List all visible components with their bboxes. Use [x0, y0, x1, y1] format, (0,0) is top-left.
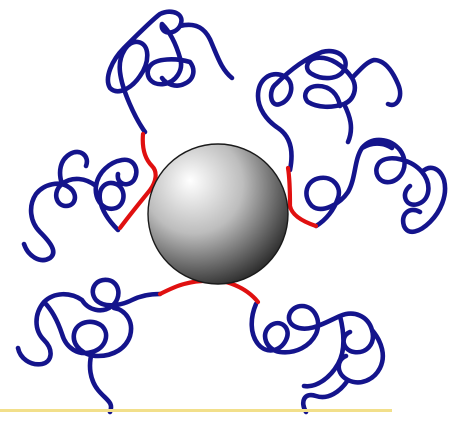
baseline-divider [0, 409, 392, 412]
nanoparticle-sphere [148, 144, 288, 284]
linker-right [288, 168, 316, 226]
protein-chain-upper-right [258, 51, 400, 170]
protein-chain-top [108, 12, 232, 132]
protein-chain-lower-right [252, 304, 383, 412]
protein-chain-left [24, 152, 136, 260]
protein-chain-lower-left [18, 280, 160, 412]
protein-chain-right [306, 140, 445, 232]
